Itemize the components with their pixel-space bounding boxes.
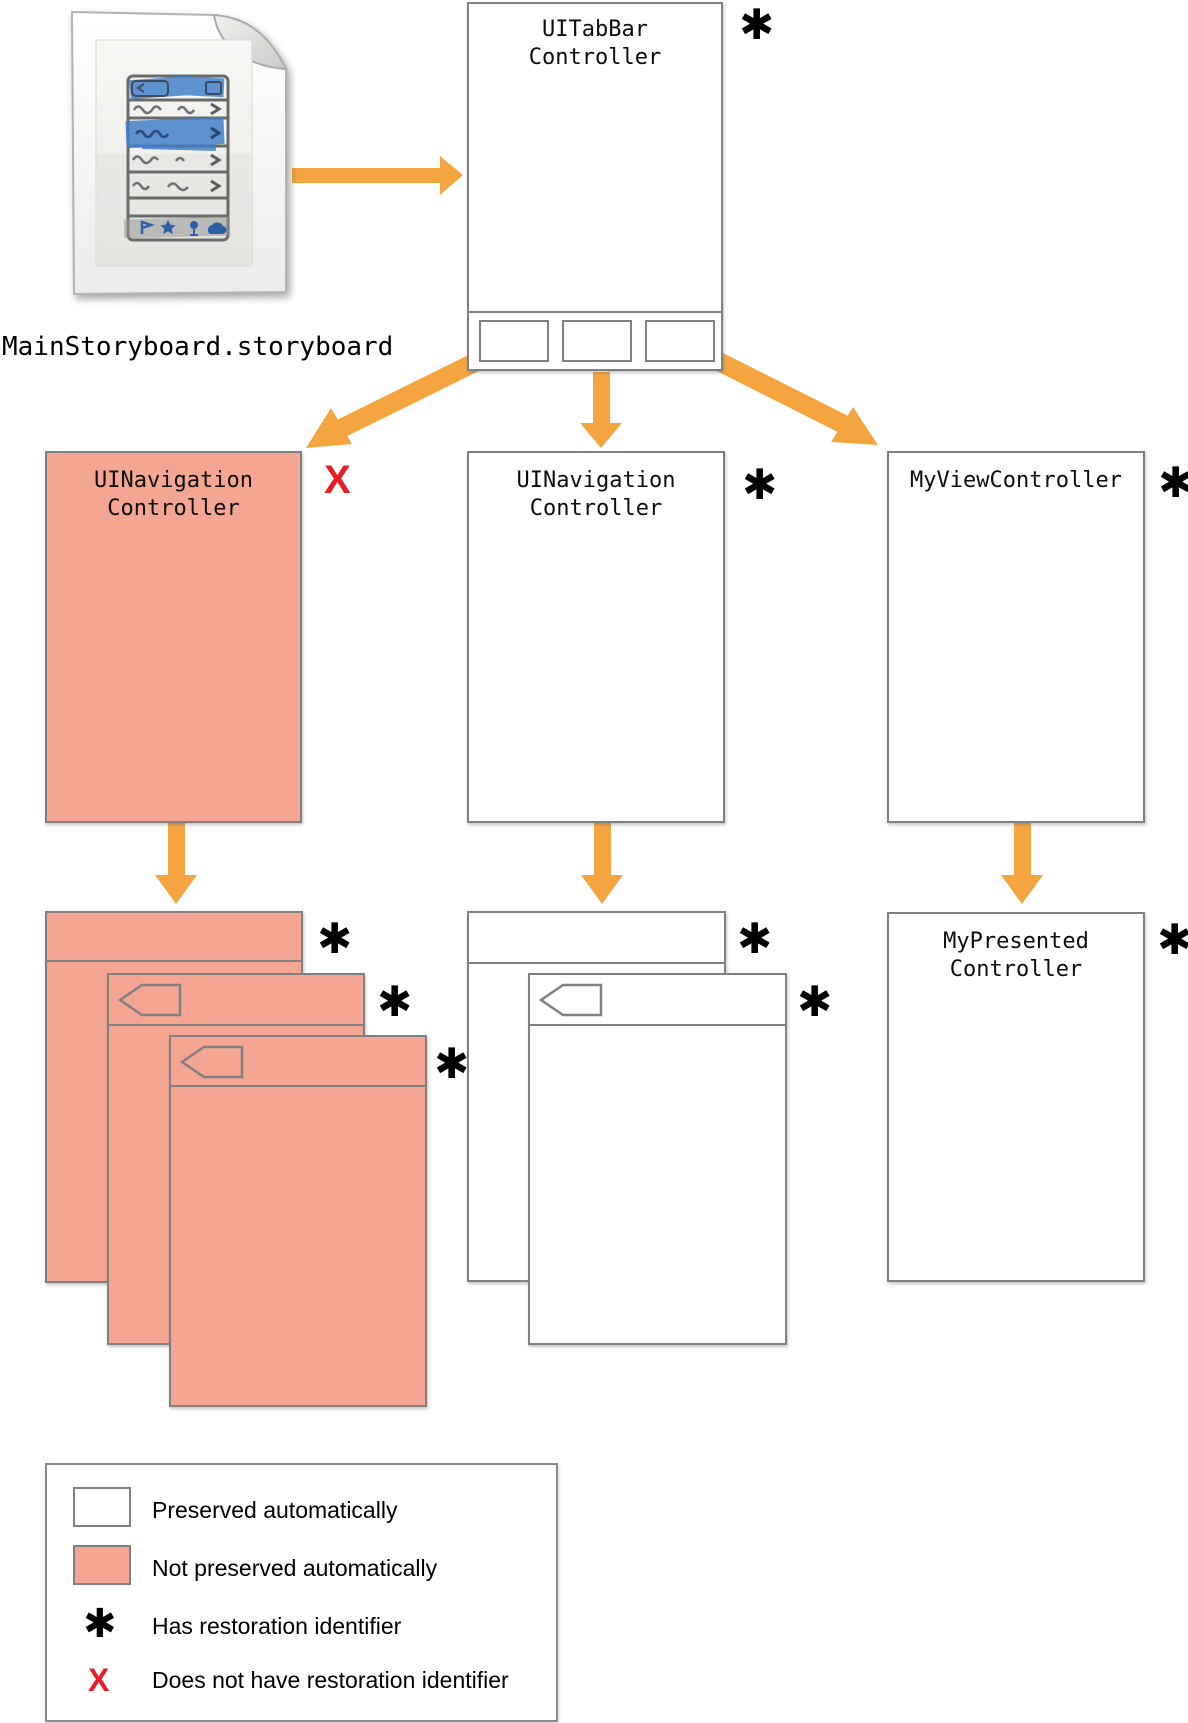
node-label: MyPresented Controller bbox=[943, 929, 1089, 982]
asterisk-marker-mypresented: ✱ bbox=[1157, 915, 1188, 964]
asterisk-marker-myviewcontroller: ✱ bbox=[1158, 458, 1188, 507]
tab-item-placeholder bbox=[645, 320, 715, 362]
node-label: UINavigation Controller bbox=[516, 468, 676, 521]
legend-swatch-not-preserved bbox=[73, 1545, 131, 1585]
nav-bar bbox=[171, 1037, 425, 1087]
node-label: MyViewController bbox=[910, 468, 1122, 493]
asterisk-marker-tabbar: ✱ bbox=[739, 0, 775, 49]
legend-swatch-preserved bbox=[73, 1487, 131, 1527]
arrow-tabbar-to-mid-nav bbox=[580, 372, 622, 448]
x-marker-left-nav: X bbox=[324, 458, 351, 502]
back-button-icon bbox=[180, 1045, 244, 1079]
asterisk-marker-pink-card-3: ✱ bbox=[434, 1039, 470, 1088]
arrow-midnav-to-stack bbox=[581, 823, 623, 904]
legend: Preserved automatically Not preserved au… bbox=[45, 1463, 558, 1722]
asterisk-marker-pink-card-2: ✱ bbox=[377, 977, 413, 1026]
arrow-myvc-to-presented bbox=[1001, 823, 1043, 904]
tab-bar bbox=[469, 311, 721, 369]
asterisk-marker-pink-card-1: ✱ bbox=[317, 914, 353, 963]
node-uinavigation-controller-mid: UINavigation Controller bbox=[467, 451, 725, 823]
nav-bar bbox=[530, 975, 785, 1026]
asterisk-marker-white-card-1: ✱ bbox=[737, 914, 773, 963]
node-uinavigation-controller-left: UINavigation Controller bbox=[45, 451, 302, 823]
node-label: UINavigation Controller bbox=[94, 468, 253, 521]
tab-item-placeholder bbox=[562, 320, 632, 362]
legend-label: Not preserved automatically bbox=[152, 1555, 438, 1581]
pink-stack-card-3 bbox=[169, 1035, 427, 1407]
arrow-tabbar-to-myviewcontroller bbox=[695, 343, 878, 445]
asterisk-marker-mid-nav: ✱ bbox=[742, 460, 778, 509]
back-button-icon bbox=[118, 983, 182, 1017]
storyboard-file-icon bbox=[70, 10, 288, 296]
asterisk-marker-white-card-2: ✱ bbox=[797, 977, 833, 1026]
nav-bar bbox=[109, 975, 363, 1026]
legend-label: Does not have restoration identifier bbox=[152, 1667, 509, 1693]
arrow-leftnav-to-stack bbox=[155, 823, 197, 904]
node-label: UITabBar Controller bbox=[528, 17, 662, 70]
legend-label: Has restoration identifier bbox=[152, 1613, 402, 1639]
legend-asterisk-icon: ✱ bbox=[83, 1601, 117, 1647]
arrow-storyboard-to-tabbar bbox=[292, 156, 463, 195]
back-button-icon bbox=[539, 983, 603, 1017]
node-mypresented-controller: MyPresented Controller bbox=[887, 912, 1145, 1282]
legend-label: Preserved automatically bbox=[152, 1497, 398, 1523]
nav-bar bbox=[47, 913, 301, 962]
white-stack-card-2 bbox=[528, 973, 787, 1345]
legend-x-icon: X bbox=[88, 1662, 110, 1698]
node-myviewcontroller: MyViewController bbox=[887, 451, 1145, 823]
nav-bar bbox=[469, 913, 724, 964]
tab-item-placeholder bbox=[479, 320, 549, 362]
node-uitabbar-controller: UITabBar Controller bbox=[467, 2, 723, 371]
storyboard-file-label: MainStoryboard.storyboard bbox=[2, 332, 394, 362]
